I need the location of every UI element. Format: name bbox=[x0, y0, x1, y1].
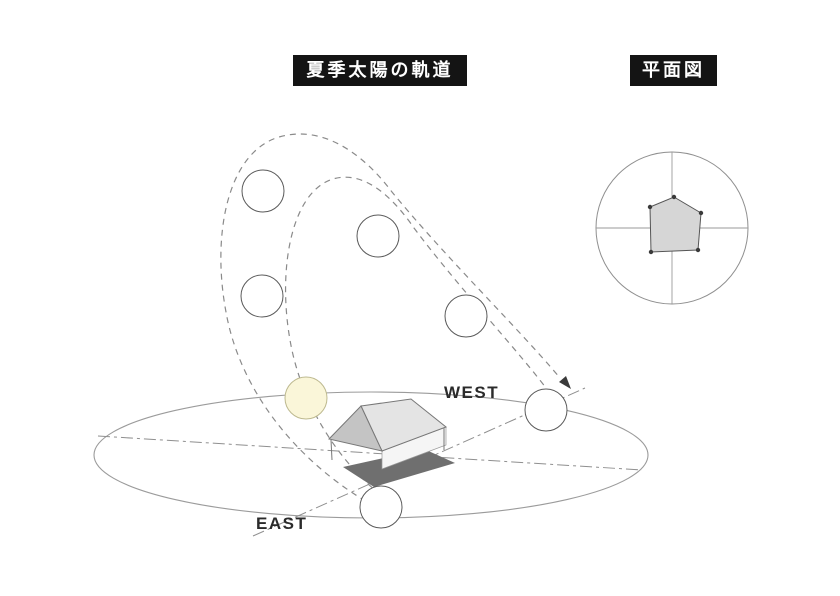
sun-icon bbox=[524, 388, 568, 432]
corner-dot bbox=[695, 247, 701, 253]
corner-dot bbox=[647, 204, 653, 210]
sun-positions bbox=[240, 169, 568, 529]
sun-icon bbox=[241, 169, 285, 213]
plan-view bbox=[595, 151, 749, 305]
main-title-label: 夏季太陽の軌道 bbox=[293, 55, 467, 86]
corner-dot bbox=[671, 194, 677, 200]
house-shadow bbox=[343, 449, 455, 487]
house-gable bbox=[328, 405, 383, 452]
sun-orbit-outer-edge bbox=[220, 133, 561, 513]
sun-icon bbox=[359, 485, 403, 529]
sun-highlighted-icon bbox=[284, 376, 328, 420]
house-illustration bbox=[328, 398, 455, 487]
corner-dot bbox=[648, 249, 654, 255]
plan-footprint-shape bbox=[649, 196, 702, 253]
plan-footprint-corner-dots bbox=[647, 194, 704, 255]
ground-axis-line-horizontal bbox=[97, 435, 643, 471]
direction-arrow-icon bbox=[559, 376, 571, 389]
corner-dot bbox=[698, 210, 704, 216]
sun-icon bbox=[356, 214, 400, 258]
sun-icon bbox=[240, 274, 284, 318]
west-label: WEST bbox=[444, 383, 499, 402]
east-label: EAST bbox=[256, 514, 307, 533]
plan-view-title-label: 平面図 bbox=[630, 55, 717, 86]
sun-icon bbox=[444, 294, 488, 338]
house-post-left bbox=[330, 439, 333, 461]
sun-orbit-inner-edge bbox=[285, 176, 553, 509]
